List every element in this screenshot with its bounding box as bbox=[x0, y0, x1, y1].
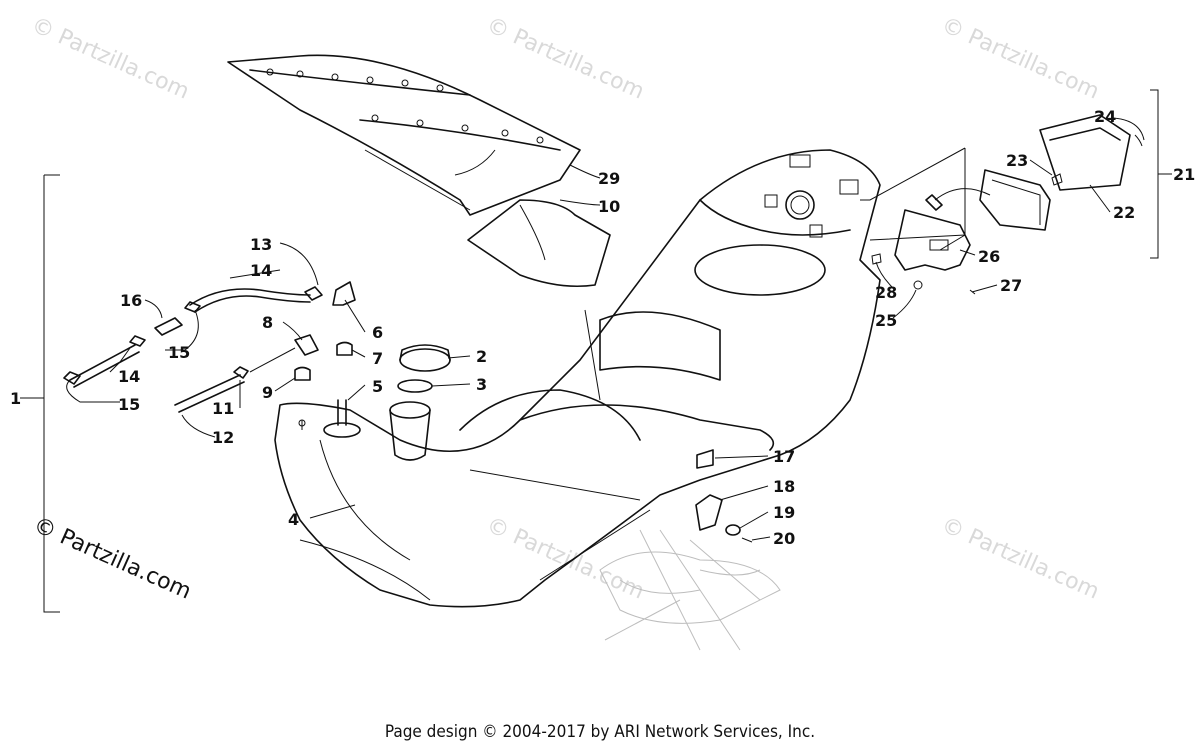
callout-22[interactable]: 22 bbox=[1113, 203, 1135, 222]
callout-9[interactable]: 9 bbox=[262, 383, 273, 402]
watermark-main: © Partzilla.com bbox=[30, 513, 195, 605]
callout-17[interactable]: 17 bbox=[773, 447, 795, 466]
callout-10[interactable]: 10 bbox=[598, 197, 620, 216]
callout-23[interactable]: 23 bbox=[1006, 151, 1028, 170]
watermark: © Partzilla.com bbox=[483, 13, 648, 105]
watermark: © Partzilla.com bbox=[938, 513, 1103, 605]
watermark: © Partzilla.com bbox=[938, 13, 1103, 105]
callout-8[interactable]: 8 bbox=[262, 313, 273, 332]
callout-18[interactable]: 18 bbox=[773, 477, 795, 496]
leader-lines bbox=[20, 89, 1172, 613]
callout-20[interactable]: 20 bbox=[773, 529, 795, 548]
callout-6[interactable]: 6 bbox=[372, 323, 383, 342]
seat-foam-part bbox=[467, 199, 611, 288]
callout-21[interactable]: 21 bbox=[1173, 165, 1195, 184]
callout-labels: 1 2 3 4 5 6 7 8 9 10 11 12 13 14 14 15 1… bbox=[10, 107, 1195, 548]
callout-11[interactable]: 11 bbox=[212, 399, 234, 418]
watermark: © Partzilla.com bbox=[483, 513, 648, 605]
fuel-cap-part bbox=[399, 344, 451, 372]
callout-24[interactable]: 24 bbox=[1094, 107, 1116, 126]
callout-2[interactable]: 2 bbox=[476, 347, 487, 366]
page-design-footer: Page design © 2004-2017 by ARI Network S… bbox=[384, 722, 816, 742]
gasket-part bbox=[397, 379, 433, 393]
callout-7[interactable]: 7 bbox=[372, 349, 383, 368]
fuel-tank-body bbox=[274, 149, 881, 608]
watermarks: © Partzilla.com © Partzilla.com © Partzi… bbox=[28, 13, 1103, 605]
fuel-line-parts bbox=[63, 281, 361, 438]
bracket-parts bbox=[695, 449, 753, 543]
callout-5[interactable]: 5 bbox=[372, 377, 383, 396]
callout-15-lower[interactable]: 15 bbox=[118, 395, 140, 414]
callout-25[interactable]: 25 bbox=[875, 311, 897, 330]
watermark: © Partzilla.com bbox=[28, 13, 193, 105]
callout-28[interactable]: 28 bbox=[875, 283, 897, 302]
callout-3[interactable]: 3 bbox=[476, 375, 487, 394]
callout-4[interactable]: 4 bbox=[288, 510, 299, 529]
callout-14-lower[interactable]: 14 bbox=[118, 367, 140, 386]
frame-reference-sketch bbox=[599, 529, 781, 651]
callout-15-upper[interactable]: 15 bbox=[168, 343, 190, 362]
callout-27[interactable]: 27 bbox=[1000, 276, 1022, 295]
tail-light-assembly bbox=[871, 114, 1143, 295]
callout-14-upper[interactable]: 14 bbox=[250, 261, 272, 280]
callout-29[interactable]: 29 bbox=[598, 169, 620, 188]
callout-1[interactable]: 1 bbox=[10, 389, 21, 408]
callout-16[interactable]: 16 bbox=[120, 291, 142, 310]
callout-26[interactable]: 26 bbox=[978, 247, 1000, 266]
callout-13[interactable]: 13 bbox=[250, 235, 272, 254]
callout-12[interactable]: 12 bbox=[212, 428, 234, 447]
seat-cover-part bbox=[227, 54, 581, 216]
filler-neck-part bbox=[389, 401, 431, 461]
callout-19[interactable]: 19 bbox=[773, 503, 795, 522]
